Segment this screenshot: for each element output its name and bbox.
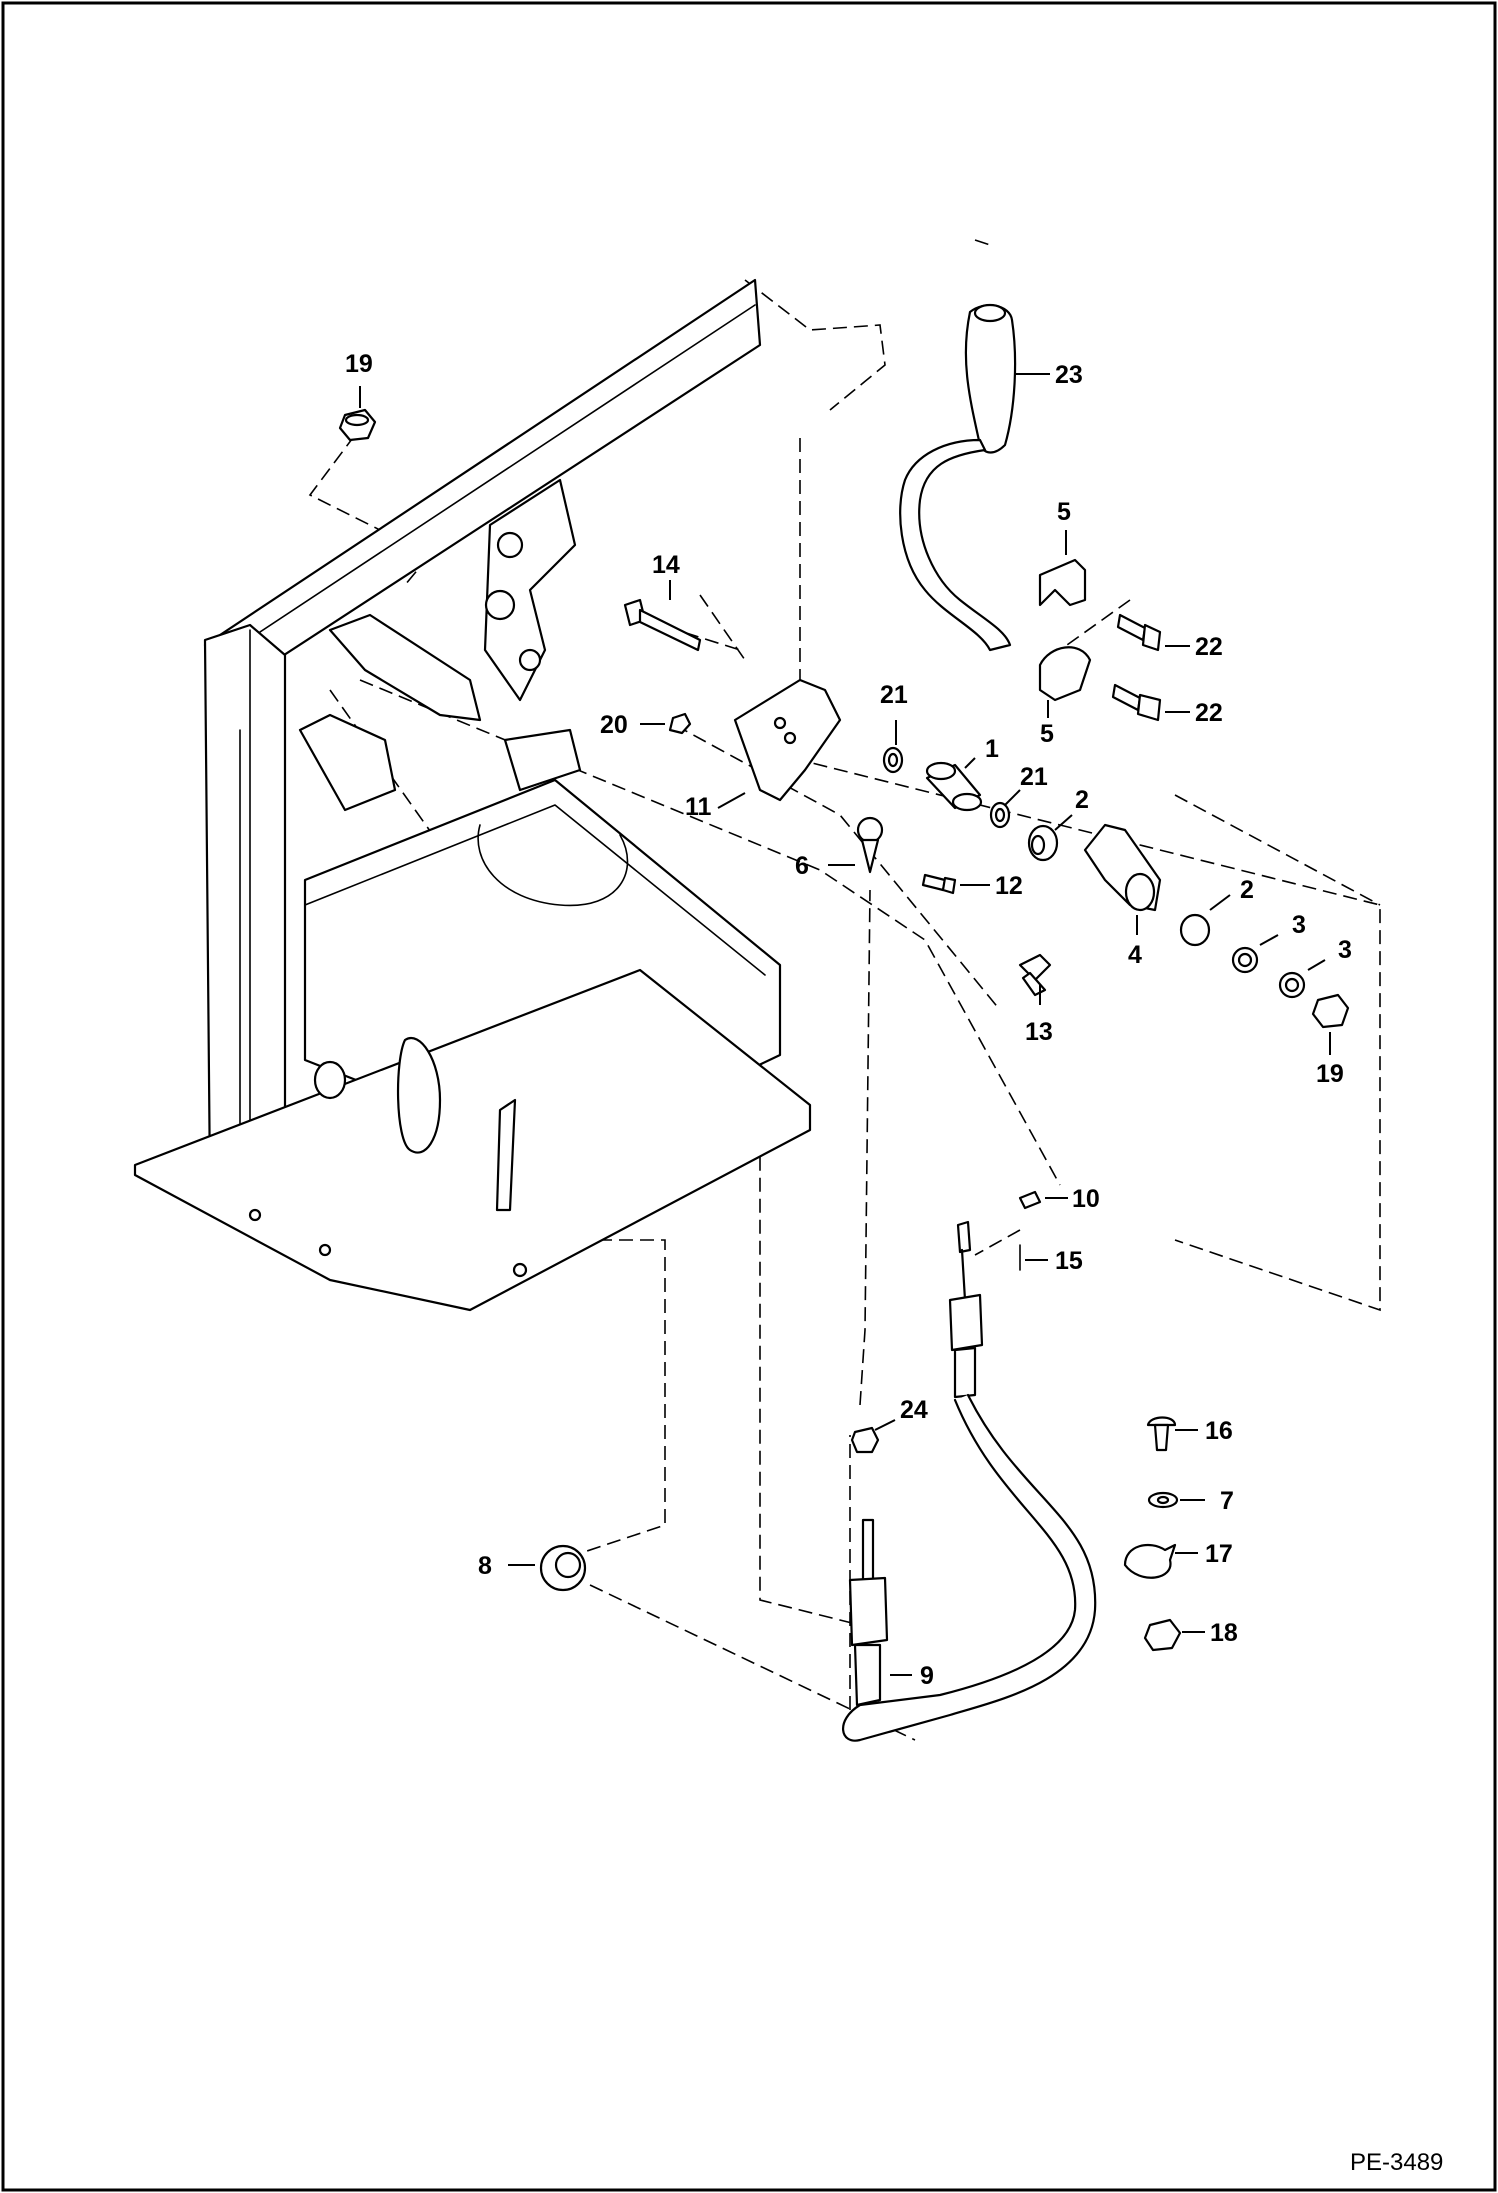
drawing-id-label: PE-3489 [1350,2149,1443,2176]
callout-20: 20 [600,711,628,739]
nut-19-top [338,408,377,442]
callout-16: 16 [1205,1417,1233,1445]
callout-3-lower: 3 [1338,936,1352,964]
bearing-2-lower [1179,913,1211,947]
pin-10 [1018,1190,1042,1210]
callout-10: 10 [1072,1185,1100,1213]
bracket-11 [733,678,842,802]
nut-20 [668,712,692,735]
push-pull-cable-9 [842,1220,1097,1742]
callout-4: 4 [1128,941,1142,969]
bolt-22-upper [1116,613,1162,652]
callout-22-upper: 22 [1195,633,1223,661]
callout-15: 15 [1055,1247,1083,1275]
clamp-5-lower [1038,646,1092,702]
washer-21-lower [989,801,1011,829]
callout-19-top: 19 [345,350,373,378]
callout-21-upper: 21 [880,681,908,709]
callout-9: 9 [920,1662,934,1690]
nut-19-right [1311,993,1350,1029]
callout-8: 8 [478,1552,492,1580]
washer-21-upper [882,746,904,774]
console-frame [133,278,812,1312]
callouts: 19 23 14 5 22 22 5 21 20 1 11 21 2 6 12 … [345,350,1352,1690]
callout-19-right: 19 [1316,1060,1344,1088]
callout-22-lower: 22 [1195,699,1223,727]
callout-12: 12 [995,872,1023,900]
washer-7 [1147,1491,1179,1509]
bolt-14 [623,598,702,652]
washer-3-upper [1231,946,1259,974]
bolt-13 [1018,953,1052,997]
callout-5-top: 5 [1057,498,1071,526]
clamp-5-upper [1038,558,1087,607]
callout-11: 11 [685,793,712,821]
callout-1: 1 [985,735,999,763]
callout-5-bottom: 5 [1040,720,1054,748]
callout-2-lower: 2 [1240,876,1254,904]
bushing-1 [925,761,983,812]
callout-6: 6 [795,852,809,880]
callout-24: 24 [900,1396,928,1424]
callout-13: 13 [1025,1018,1053,1046]
callout-2-upper: 2 [1075,786,1089,814]
bolt-22-lower [1111,683,1162,722]
screw-12 [921,873,957,895]
clamp-17 [1123,1543,1177,1579]
callout-23: 23 [1055,361,1083,389]
nut-18 [1143,1618,1182,1652]
callout-3-upper: 3 [1292,911,1306,939]
callout-21-lower: 21 [1020,763,1048,791]
grommet-8 [539,1544,587,1592]
callout-7: 7 [1220,1487,1234,1515]
callout-18: 18 [1210,1619,1238,1647]
washer-3-lower [1278,971,1306,999]
control-lever-23 [899,303,1017,652]
callout-14: 14 [652,551,680,579]
nut-24 [850,1426,880,1454]
pivot-arm-4 [1083,823,1162,912]
carriage-bolt-16 [1146,1416,1177,1452]
callout-17: 17 [1205,1540,1233,1568]
rod-end-6 [856,816,884,874]
bearing-2-upper [1027,824,1059,862]
